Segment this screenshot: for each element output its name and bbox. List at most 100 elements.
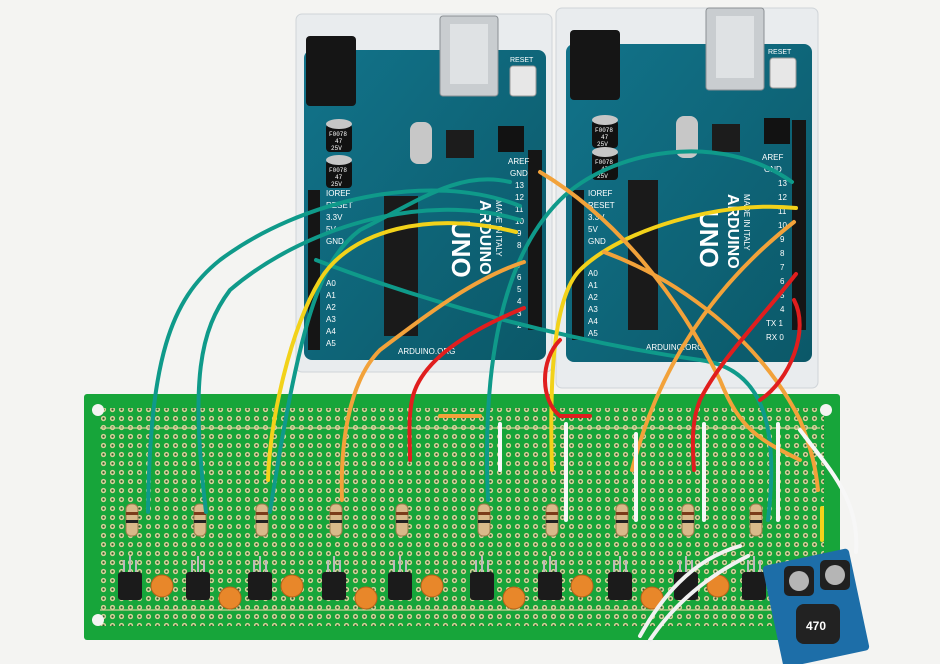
wire-red — [407, 306, 526, 462]
resistor-band — [682, 512, 694, 515]
wire-orange — [602, 250, 820, 492]
digital-header — [528, 150, 542, 330]
reset-button — [769, 57, 797, 89]
wire-white — [798, 428, 859, 554]
jumper-wires — [146, 149, 859, 642]
board-maker: ARDUINO — [724, 194, 741, 269]
resistor-band — [478, 512, 490, 515]
wire-teal — [196, 207, 522, 514]
pin-label: 5 — [780, 291, 785, 300]
cap-text-1: F0078 — [329, 167, 347, 174]
crystal — [676, 116, 698, 158]
pin-label: 7 — [780, 263, 785, 272]
wire-white — [648, 554, 750, 642]
analog-pin-label: A1 — [326, 291, 336, 300]
ceramic-capacitor — [150, 574, 174, 598]
resistor-band — [478, 520, 490, 523]
resistor-band — [126, 520, 138, 523]
pin-label: GND — [588, 237, 606, 246]
cap-text-1: F0078 — [595, 159, 613, 166]
resistor-band — [546, 512, 558, 515]
pin-label: RESET — [326, 201, 353, 210]
analog-pin-label: A5 — [588, 329, 598, 338]
site-text: ARDUINO.ORG — [646, 343, 703, 352]
analog-pin-label: A4 — [326, 327, 336, 336]
pin-label: 4 — [517, 297, 522, 306]
resistor-band — [396, 512, 408, 515]
pin-label: 8 — [780, 249, 785, 258]
pin-label: 5V — [588, 225, 598, 234]
resistor-band — [330, 520, 342, 523]
ceramic-capacitor — [420, 574, 444, 598]
analog-pin-label: A3 — [326, 315, 336, 324]
resistor-band — [396, 520, 408, 523]
wire-orange — [630, 220, 796, 472]
icsp-header — [498, 126, 524, 152]
wire-yellow — [266, 221, 518, 482]
cap-text-2: 47 — [335, 138, 343, 145]
inductor-label: 470 — [806, 619, 826, 633]
wire-yellow — [549, 204, 798, 472]
resistor-band — [750, 512, 762, 515]
cap-text-3: 25V — [597, 141, 608, 148]
analog-pin-label: A0 — [588, 269, 598, 278]
pin-label: TX 1 — [766, 319, 783, 328]
pin-label: GND — [510, 169, 528, 178]
pin-label: IOREF — [326, 189, 351, 198]
electrolytic-cap: F0078 47 25V — [326, 119, 352, 152]
pin-label: 5 — [517, 285, 522, 294]
ceramic-capacitor — [354, 586, 378, 610]
pin-label: RX 0 — [766, 333, 784, 342]
pin-label: 6 — [780, 277, 785, 286]
usb-chip — [446, 130, 474, 158]
cap-text-3: 25V — [597, 173, 608, 180]
transistor — [470, 572, 494, 600]
mount-hole — [820, 404, 832, 416]
pin-label: 12 — [515, 193, 524, 202]
wire-red — [690, 272, 798, 472]
wire-red — [543, 338, 592, 418]
pin-label: IOREF — [588, 189, 613, 198]
electrolytic-cap: F0078 47 25V — [592, 115, 618, 148]
pin-label: 4 — [780, 305, 785, 314]
pin-label: 11 — [778, 207, 787, 216]
resistor-band — [616, 520, 628, 523]
analog-pin-label: A5 — [326, 339, 336, 348]
transistor — [608, 572, 632, 600]
pin-label: AREF — [508, 157, 529, 166]
reset-label: RESET — [768, 49, 792, 56]
ceramic-capacitor — [218, 586, 242, 610]
site-text: ARDUINO.ORG — [398, 347, 455, 356]
dc-dc-module: 470 — [762, 548, 870, 664]
dc-jack — [306, 36, 356, 106]
icsp-header — [764, 118, 790, 144]
resistor-band — [256, 520, 268, 523]
wire-teal — [268, 177, 512, 514]
resistor-band — [194, 520, 206, 523]
pin-label: 11 — [515, 205, 524, 214]
cap-text-3: 25V — [331, 145, 342, 152]
arduino-board-right: RESET F0078 47 25V F0078 47 25V ARDUINO … — [566, 7, 812, 362]
atmega-chip — [628, 180, 658, 330]
wire-white — [638, 544, 742, 638]
analog-pin-label: A1 — [588, 281, 598, 290]
pin-label: 12 — [778, 193, 787, 202]
analog-pin-label: A4 — [588, 317, 598, 326]
reset-button — [509, 65, 537, 97]
pin-label: 6 — [517, 273, 522, 282]
wire-teal — [146, 188, 522, 514]
cap-text-2: 47 — [335, 174, 343, 181]
resistor-band — [682, 520, 694, 523]
resistor-band — [194, 512, 206, 515]
made-in: MADE IN ITALY — [742, 194, 751, 251]
pin-label: 3.3V — [326, 213, 343, 222]
arduino-board-left: RESET F0078 47 25V F0078 47 25V ARDUINO … — [304, 15, 546, 360]
mount-hole — [92, 404, 104, 416]
atmega-chip — [384, 196, 418, 336]
resistor-band — [256, 512, 268, 515]
transistor — [388, 572, 412, 600]
analog-pin-label: A2 — [326, 303, 336, 312]
usb-chip — [712, 124, 740, 152]
pin-label: 3 — [517, 309, 522, 318]
